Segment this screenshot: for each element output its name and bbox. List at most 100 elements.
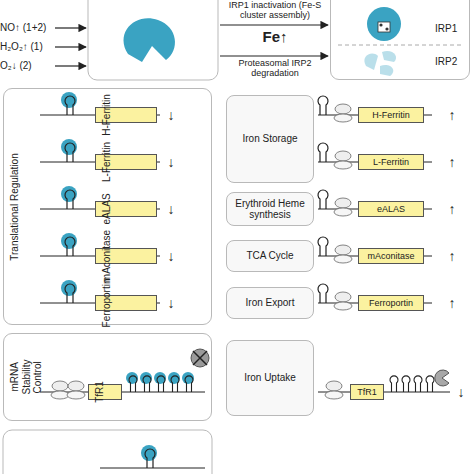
divider-line bbox=[338, 45, 462, 46]
function-box: TCA Cycle bbox=[226, 240, 314, 272]
ribosome bbox=[334, 292, 352, 310]
gene-box: mAconitase bbox=[95, 248, 157, 264]
change-arrow: ↓ bbox=[162, 248, 180, 264]
panel-heading: mRNA Stability Control bbox=[9, 356, 44, 399]
panel-heading: Translational Regulation bbox=[9, 153, 21, 260]
irp2-fragment bbox=[382, 51, 396, 62]
gene-box: H-Ferritin bbox=[358, 107, 424, 123]
change-arrow: ↑ bbox=[443, 201, 461, 217]
nuclease-blocked bbox=[191, 349, 209, 367]
node-text: TfR1 bbox=[357, 388, 377, 397]
block-cross bbox=[193, 351, 207, 365]
change-arrow: ↑ bbox=[443, 107, 461, 123]
ire-hairpin bbox=[318, 284, 328, 303]
change-arrow: ↑ bbox=[443, 248, 461, 264]
input-signal: NO↑ (1+2) bbox=[0, 22, 54, 33]
regulation-panel bbox=[3, 430, 212, 474]
irp-bound-ire bbox=[61, 280, 77, 303]
irp2-fragment bbox=[364, 54, 378, 70]
change-arrow: ↓ bbox=[162, 201, 180, 217]
ire-hairpin bbox=[318, 190, 328, 209]
node-text: mAconitase bbox=[367, 252, 414, 261]
ribosome bbox=[334, 245, 352, 263]
change-arrow: ↑ bbox=[443, 154, 461, 170]
input-signal: H₂O₂↑ (1) bbox=[0, 41, 54, 52]
ire-hairpin bbox=[402, 376, 410, 392]
gene-box: mAconitase bbox=[358, 248, 424, 264]
node-text: Ferroportin bbox=[369, 299, 413, 308]
process-label: Fe↑ bbox=[222, 29, 328, 46]
function-box: Erythroid Heme synthesis bbox=[226, 192, 314, 226]
irp-bound-ire bbox=[140, 372, 152, 392]
node-text: H-Ferritin bbox=[101, 94, 113, 136]
gene-box: Ferroportin bbox=[95, 295, 157, 311]
ribosome bbox=[51, 381, 69, 399]
nuclease bbox=[435, 370, 449, 386]
node-text: Iron Storage bbox=[238, 133, 301, 145]
ire-hairpin bbox=[390, 376, 398, 392]
change-arrow: ↓ bbox=[162, 154, 180, 170]
block-cross bbox=[193, 351, 207, 365]
ire-hairpin bbox=[318, 96, 328, 115]
irp-bound-ire bbox=[61, 139, 77, 162]
node-text: Iron Uptake bbox=[240, 372, 300, 384]
input-signal: O₂↓ (2) bbox=[0, 60, 54, 71]
node-text: L-Ferritin bbox=[101, 142, 113, 182]
change-arrow: ↓ bbox=[162, 107, 180, 123]
gene-box: L-Ferritin bbox=[358, 154, 424, 170]
irp-protein bbox=[124, 18, 175, 62]
node-text: H-Ferritin bbox=[372, 111, 410, 120]
input-arrow bbox=[55, 65, 86, 66]
irp-box bbox=[88, 0, 218, 80]
input-arrow bbox=[55, 27, 86, 28]
node-text: mAconitase bbox=[101, 230, 113, 282]
fe-s-cluster bbox=[385, 27, 388, 30]
function-box: Iron Uptake bbox=[226, 340, 314, 416]
change-arrow: ↓ bbox=[162, 295, 180, 311]
irp-bound-ire bbox=[168, 372, 180, 392]
node-text: eALAS bbox=[101, 193, 113, 224]
gene-box: H-Ferritin bbox=[95, 107, 157, 123]
irp-state-box: IRP1IRP2 bbox=[330, 0, 470, 80]
gene-box: eALAS bbox=[95, 201, 157, 217]
change-arrow: ↑ bbox=[443, 295, 461, 311]
input-arrow bbox=[55, 46, 86, 47]
node-text: IRP2 bbox=[435, 57, 457, 67]
gene-box: Ferroportin bbox=[358, 295, 424, 311]
ribosome bbox=[67, 381, 85, 399]
irp-bound-ire bbox=[61, 186, 77, 209]
irp-bound-ire bbox=[154, 372, 166, 392]
irp-bound-ire bbox=[61, 233, 77, 256]
irp-bound-ire bbox=[126, 372, 138, 392]
function-box: Iron Export bbox=[226, 287, 314, 319]
process-label: Proteasomal IRP2 degradation bbox=[222, 59, 328, 79]
node-text: Iron Export bbox=[242, 297, 299, 309]
regulation-panel: Translational Regulation H-FerritinL-Ferr… bbox=[3, 88, 212, 325]
gene-box: TfR1 bbox=[88, 384, 122, 400]
process-arrow bbox=[220, 55, 328, 56]
process-arrow bbox=[220, 24, 328, 25]
node-text: L-Ferritin bbox=[373, 158, 409, 167]
node-text: Ferroportin bbox=[101, 279, 113, 328]
gene-box: eALAS bbox=[358, 201, 424, 217]
node-text: IRP1 bbox=[435, 24, 457, 34]
ire-hairpin bbox=[426, 376, 434, 392]
node-text: TfR1 bbox=[94, 381, 106, 403]
gene-box: TfR1 bbox=[350, 384, 384, 400]
ire-hairpin bbox=[318, 237, 328, 256]
fe-s-cluster bbox=[379, 23, 382, 26]
change-arrow: ↓ bbox=[452, 384, 470, 400]
irp-bound-ire bbox=[182, 372, 194, 392]
irp1-protein bbox=[367, 7, 401, 41]
node-text: TCA Cycle bbox=[242, 250, 297, 262]
irp-bound-ire bbox=[141, 445, 157, 468]
regulation-panel: mRNA Stability ControlTfR1 bbox=[3, 333, 212, 421]
ribosome bbox=[334, 151, 352, 169]
node-text: eALAS bbox=[377, 205, 405, 214]
irp2-fragment bbox=[380, 65, 393, 76]
fe-s-cluster bbox=[378, 22, 390, 32]
ire-hairpin bbox=[318, 143, 328, 162]
ire-hairpin bbox=[414, 376, 422, 392]
ribosome bbox=[334, 198, 352, 216]
